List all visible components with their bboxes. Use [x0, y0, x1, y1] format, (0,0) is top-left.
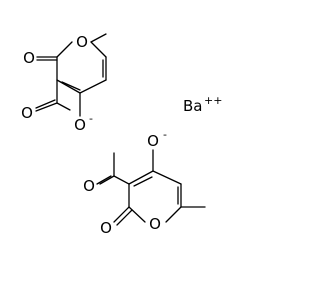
bottom-carbonyl-oxygen-label: O: [100, 219, 112, 237]
top-ring-oxygen-label: O: [76, 33, 88, 51]
bottom-molecule-bonds: [96, 149, 206, 226]
top-oxide-label: O: [74, 116, 86, 134]
barium-charge: ++: [204, 94, 222, 107]
bottom-oxide-label: O: [147, 132, 159, 150]
bottom-ring-oxygen-label: O: [149, 215, 161, 233]
bottom-acetyl-oxygen-label: O: [83, 177, 95, 195]
top-carbonyl-oxygen-label: O: [23, 49, 35, 67]
barium-symbol: Ba: [183, 97, 202, 115]
top-acetyl-oxygen-label: O: [21, 104, 33, 122]
bottom-oxide-charge: -: [163, 128, 167, 141]
top-oxide-charge: -: [89, 112, 93, 125]
structure-svg: O O O O - Ba ++ O - O O O: [21, 33, 222, 237]
structure-diagram: O O O O - Ba ++ O - O O O: [21, 33, 222, 237]
top-molecule-bonds: [35, 33, 107, 117]
